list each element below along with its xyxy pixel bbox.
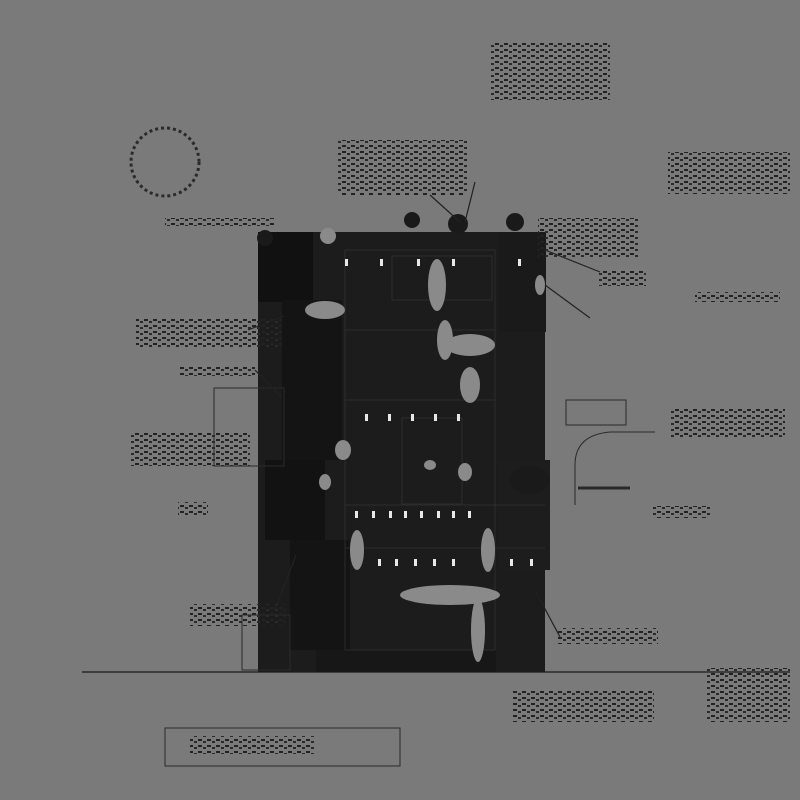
title-block-frame [164, 727, 401, 767]
building-mass [257, 212, 550, 672]
north-circle-marker [129, 126, 201, 198]
annotation-text-blocks [130, 42, 790, 754]
windows [345, 259, 533, 566]
